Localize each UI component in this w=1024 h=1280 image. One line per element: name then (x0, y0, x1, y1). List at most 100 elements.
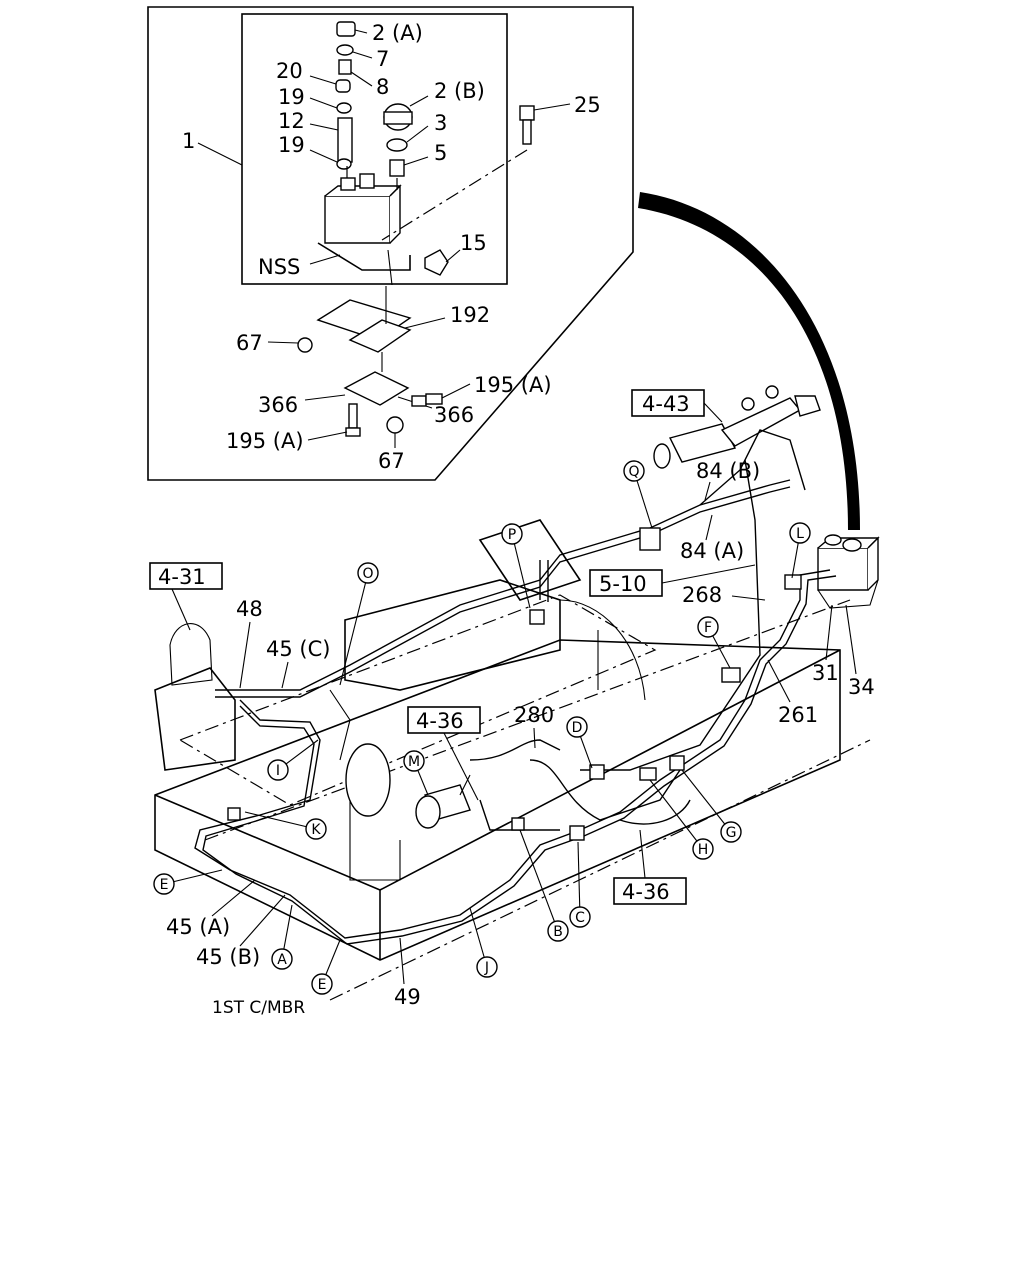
inset-inner-frame (241, 13, 508, 285)
letter-circle-g (720, 821, 742, 843)
letter-leader-b (519, 829, 559, 932)
bracket-366-icon (343, 352, 410, 406)
reservoir-tank-icon (317, 173, 411, 271)
letter-callout-g[interactable]: G (681, 769, 742, 843)
steering-gear-icon (653, 385, 821, 469)
letter-text-h: H (698, 842, 709, 858)
letter-circle-e1 (153, 873, 175, 895)
callout-45c: 45 (C) (266, 637, 330, 661)
letter-circle-e2 (311, 973, 333, 995)
clamp-l-icon (784, 574, 802, 590)
chassis-piping-view (154, 385, 880, 1001)
letter-circle-l (789, 522, 811, 544)
clip-15-icon (424, 249, 449, 276)
spring-8-icon (338, 59, 352, 75)
clamp-h-icon (639, 767, 657, 781)
clamp-d-icon (589, 764, 605, 780)
letter-callout-e1[interactable]: E (153, 869, 223, 895)
letter-circle-q (623, 460, 645, 482)
letter-callout-h[interactable]: H (649, 779, 714, 860)
letter-callout-f[interactable]: F (697, 616, 731, 669)
clamp-b-icon (511, 817, 525, 831)
letter-circle-h (692, 838, 714, 860)
letter-text-e2: E (318, 977, 327, 993)
letter-text-g: G (726, 825, 737, 841)
letter-text-e1: E (160, 877, 169, 893)
clamp-c-icon (569, 825, 585, 841)
engine-mount-left (154, 667, 236, 771)
label-5: 5 (434, 141, 447, 165)
letter-callout-e2[interactable]: E (311, 939, 341, 995)
callout-1: 1 (182, 129, 195, 153)
letter-circle-p (501, 523, 523, 545)
letter-text-p: P (508, 527, 516, 543)
svg-text:4-31: 4-31 (158, 565, 206, 589)
letter-callout-b[interactable]: B (519, 829, 569, 942)
clamp-q-icon (639, 527, 661, 551)
clamp-p-icon (529, 609, 545, 625)
letter-callout-c[interactable]: C (569, 841, 591, 928)
callout-45a: 45 (A) (166, 915, 230, 939)
callout-280: 280 (514, 703, 554, 727)
svg-text:4-36: 4-36 (416, 709, 464, 733)
letter-callout-a[interactable]: A (271, 904, 293, 970)
cap-2a-icon (336, 21, 368, 37)
ref-box-4-31[interactable]: 4-31 (149, 562, 223, 590)
reservoir-inset: 2 (A) 7 20 8 19 2 (B) 12 3 19 5 NSS 15 2… (147, 6, 634, 481)
callout-31: 31 (812, 661, 839, 685)
label-19-top: 19 (278, 85, 305, 109)
engine-block (344, 579, 561, 691)
gasket-3-icon (386, 138, 408, 152)
letter-callout-d[interactable]: D (566, 716, 593, 769)
letter-leader-g (681, 769, 732, 833)
callout-261: 261 (778, 703, 818, 727)
ref-box-4-36-bottom[interactable]: 4-36 (613, 877, 687, 905)
letter-leader-c (577, 841, 581, 918)
bolt-25-icon (519, 105, 535, 145)
bracket-192-icon (316, 286, 412, 353)
ref-box-4-36-top[interactable]: 4-36 (407, 706, 481, 734)
letter-circle-a (271, 948, 293, 970)
letter-callout-q[interactable]: Q (623, 460, 653, 529)
callout-268: 268 (682, 583, 722, 607)
letter-callout-m[interactable]: M (403, 750, 429, 796)
label-15: 15 (460, 231, 487, 255)
nut-67-bottom-icon (386, 416, 404, 434)
letter-text-l: L (796, 526, 804, 542)
letter-callout-l[interactable]: L (789, 522, 811, 579)
label-25: 25 (574, 93, 601, 117)
label-3: 3 (434, 111, 447, 135)
label-366-left: 366 (258, 393, 298, 417)
letter-text-i: I (276, 763, 280, 779)
nut-67-top-icon (297, 337, 313, 353)
callout-49: 49 (394, 985, 421, 1009)
label-12: 12 (278, 109, 305, 133)
washer-19-bottom-icon (336, 158, 352, 170)
tube-12-icon (337, 117, 353, 163)
letter-callout-i[interactable]: I (267, 739, 319, 781)
letter-text-k: K (311, 822, 321, 838)
ref-box-5-10[interactable]: 5-10 (589, 569, 663, 597)
label-67-top: 67 (236, 331, 263, 355)
label-2b: 2 (B) (434, 79, 485, 103)
clamp-k-icon (227, 807, 241, 821)
bolt-195a-right-icon (411, 393, 443, 407)
label-2a: 2 (A) (372, 21, 423, 45)
letter-leader-o (339, 572, 369, 686)
label-7: 7 (376, 47, 389, 71)
letter-circle-i (267, 759, 289, 781)
ref-box-4-43[interactable]: 4-43 (631, 389, 705, 417)
label-20: 20 (276, 59, 303, 83)
letter-callout-j[interactable]: J (469, 907, 498, 978)
callout-84a: 84 (A) (680, 539, 744, 563)
callout-34: 34 (848, 675, 875, 699)
letter-text-b: B (553, 924, 563, 940)
letter-callout-k[interactable]: K (244, 811, 327, 840)
letter-callout-o[interactable]: O (339, 562, 379, 686)
callout-45b: 45 (B) (196, 945, 260, 969)
svg-text:4-36: 4-36 (622, 880, 670, 904)
letter-callout-p[interactable]: P (501, 523, 531, 609)
letter-leader-p (511, 533, 531, 609)
label-nss: NSS (258, 255, 300, 279)
letter-circle-c (569, 906, 591, 928)
